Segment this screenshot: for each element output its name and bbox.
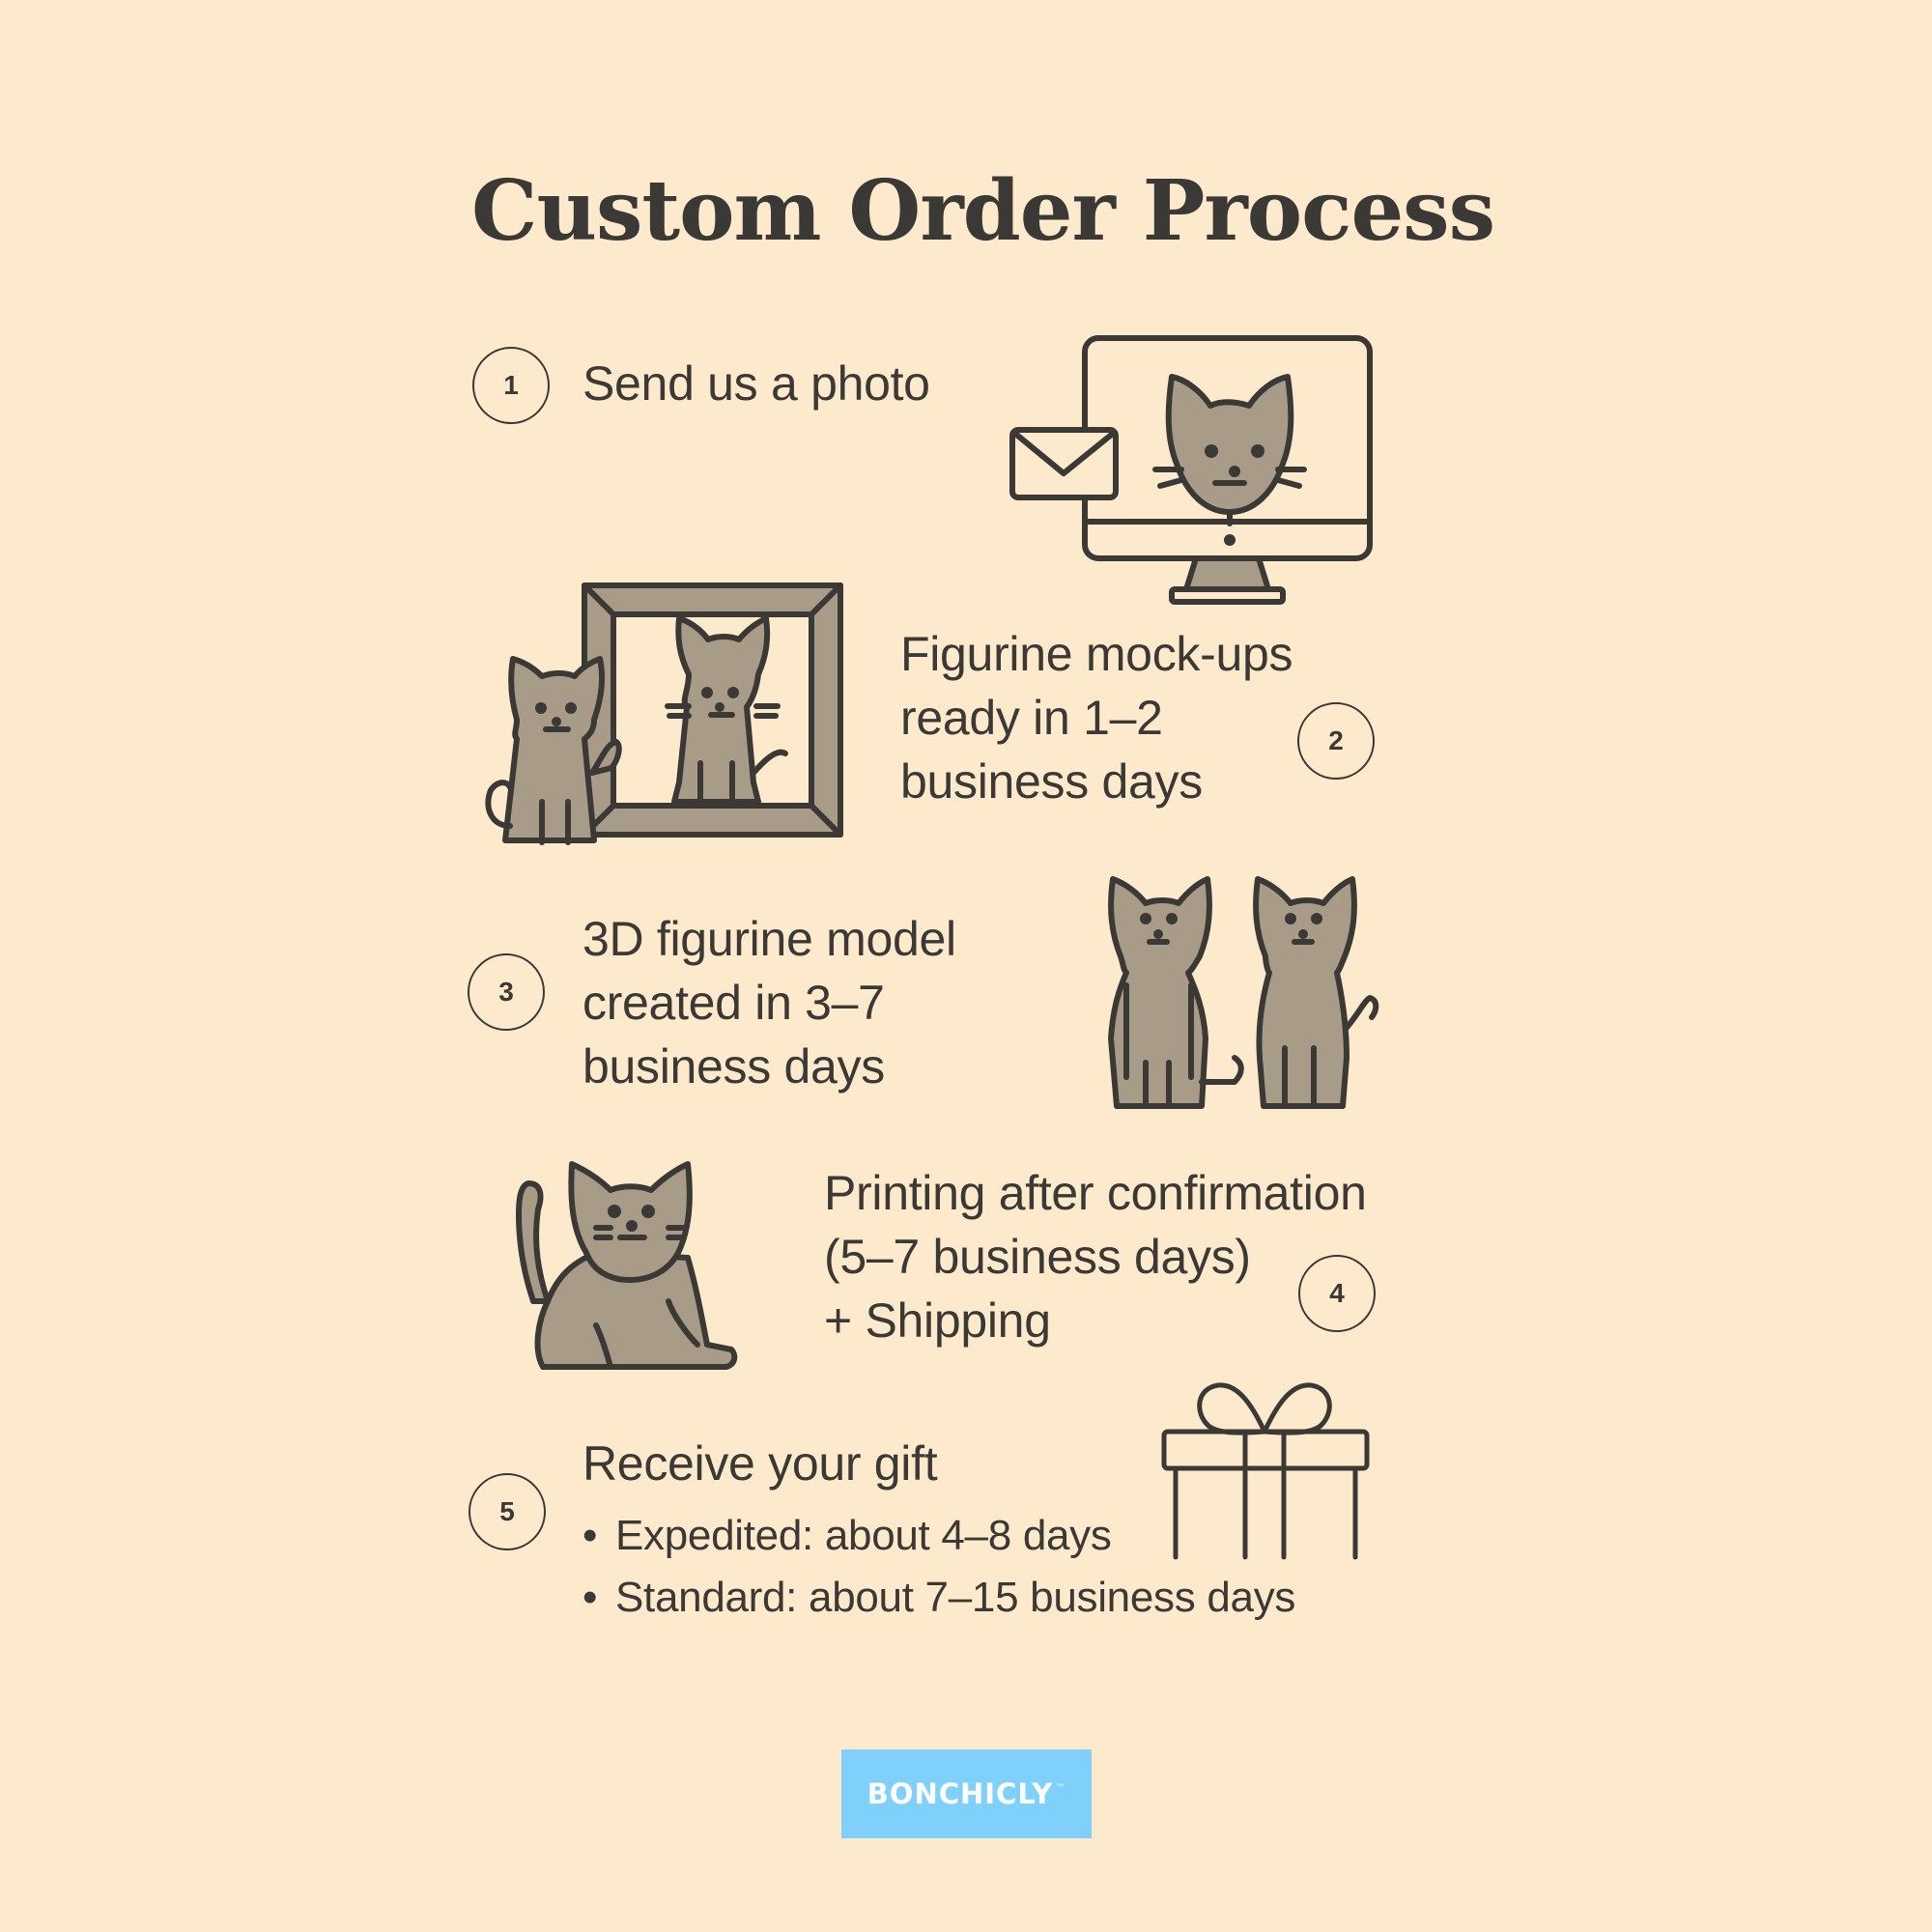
sitting-cat-icon <box>516 1161 738 1370</box>
step-4-text: Printing after confirmation (5–7 busines… <box>824 1161 1367 1352</box>
trademark-symbol: ™ <box>1055 1782 1066 1794</box>
step-2-number-badge: 2 <box>1297 702 1375 780</box>
bullet-dot: • <box>582 1574 598 1621</box>
step-5-bullets: • Expedited: about 4–8 days • Standard: ab… <box>582 1505 1295 1629</box>
computer-monitor-with-cat-and-envelope-icon <box>1009 335 1373 605</box>
step-2-line-2: ready in 1–2 <box>900 691 1163 745</box>
cats-with-picture-frame-icon <box>485 582 843 845</box>
step-3-line-1: 3D figurine model <box>582 912 956 966</box>
step-2-line-1: Figurine mock-ups <box>900 627 1293 681</box>
step-2-text: Figurine mock-ups ready in 1–2 business … <box>900 622 1293 813</box>
bullet-standard: • Standard: about 7–15 business days <box>582 1567 1295 1629</box>
step-1-line-1: Send us a photo <box>582 356 930 411</box>
bullet-standard-text: Standard: about 7–15 business days <box>615 1574 1296 1621</box>
step-3-line-3: business days <box>582 1039 885 1094</box>
step-4-number-badge: 4 <box>1298 1255 1376 1332</box>
step-3-line-2: created in 3–7 <box>582 976 885 1030</box>
brand-logo-text: BONCHICLY <box>867 1777 1054 1810</box>
bullet-expedited-text: Expedited: about 4–8 days <box>615 1512 1112 1559</box>
step-4-line-1: Printing after confirmation <box>824 1166 1367 1220</box>
bullet-dot: • <box>582 1512 598 1559</box>
two-standing-cats-icon <box>1108 876 1379 1109</box>
step-1-text: Send us a photo <box>582 352 930 415</box>
page-title: Custom Order Process <box>471 162 1495 260</box>
step-3-text: 3D figurine model created in 3–7 busines… <box>582 907 956 1098</box>
gift-box-icon <box>1161 1382 1370 1560</box>
step-5-number-badge: 5 <box>469 1473 546 1550</box>
step-3-number-badge: 3 <box>468 953 545 1031</box>
step-4-line-3: + Shipping <box>824 1293 1051 1348</box>
step-4-line-2: (5–7 business days) <box>824 1230 1251 1284</box>
step-5-heading: Receive your gift <box>582 1436 938 1491</box>
bullet-expedited: • Expedited: about 4–8 days <box>582 1505 1295 1567</box>
step-1-number-badge: 1 <box>472 347 550 424</box>
step-2-line-3: business days <box>900 754 1203 809</box>
